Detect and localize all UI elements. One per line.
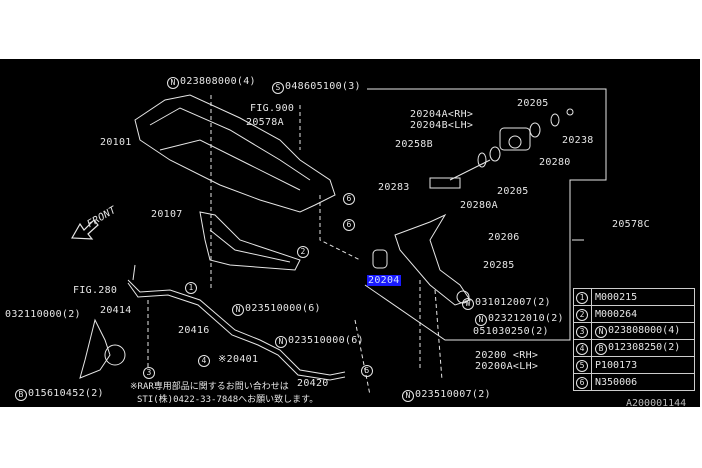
legend-part[interactable]: M000215 xyxy=(591,288,695,306)
marker-4[interactable]: 4 xyxy=(198,354,211,367)
rar-note-line2: STI(株)0422-33-7848へお願い致します。 xyxy=(137,395,319,405)
s-marker-icon: S xyxy=(272,82,284,94)
callout-20107[interactable]: 20107 xyxy=(151,209,183,220)
diagram-code: A200001144 xyxy=(626,398,687,409)
frame-outline-lines xyxy=(364,88,607,341)
callout-fig-280[interactable]: FIG.280 xyxy=(73,285,118,296)
callout-20401[interactable]: ※20401 xyxy=(218,354,259,365)
knuckle-drawing xyxy=(79,318,126,379)
marker-2[interactable]: 2 xyxy=(297,245,310,258)
lower-arm-drawing xyxy=(372,213,471,306)
callout-20414[interactable]: 20414 xyxy=(100,305,132,316)
front-arrow-icon xyxy=(70,219,99,240)
rar-note-line1: ※RAR専用部品に関するお問い合わせは xyxy=(130,382,289,392)
bushing-assembly-drawing xyxy=(429,108,574,189)
callout-20204-selected[interactable]: 20204 xyxy=(367,275,401,286)
callout-20204a[interactable]: 20204A<RH> xyxy=(410,109,474,120)
n-marker-icon: N xyxy=(167,77,179,89)
callout-20205-lower[interactable]: 20205 xyxy=(497,186,529,197)
callout-20285[interactable]: 20285 xyxy=(483,260,515,271)
callout-20416[interactable]: 20416 xyxy=(178,325,210,336)
leader-lines xyxy=(147,95,443,396)
callout-20280[interactable]: 20280 xyxy=(539,157,571,168)
stabilizer-bar-drawing xyxy=(127,264,346,381)
callout-20101[interactable]: 20101 xyxy=(100,137,132,148)
callout-20283[interactable]: 20283 xyxy=(378,182,410,193)
subframe-crossmember-drawing xyxy=(134,94,336,213)
callout-20578a[interactable]: 20578A xyxy=(246,117,284,128)
callout-051030250[interactable]: 051030250(2) xyxy=(473,326,549,337)
callout-20258b[interactable]: 20258B xyxy=(395,139,433,150)
marker-5[interactable]: 5 xyxy=(361,364,374,377)
callout-032110000[interactable]: 032110000(2) xyxy=(5,309,81,320)
legend-part[interactable]: N350006 xyxy=(591,373,695,391)
callout-20578c[interactable]: 20578C xyxy=(612,219,650,230)
legend-part[interactable]: M000264 xyxy=(591,305,695,323)
callout-20200a[interactable]: 20200A<LH> xyxy=(475,361,539,372)
marker-6-upper[interactable]: 6 xyxy=(343,192,356,205)
bracket-20107-drawing xyxy=(199,211,301,271)
callout-fig-900[interactable]: FIG.900 xyxy=(250,103,295,114)
marker-6-lower[interactable]: 6 xyxy=(343,218,356,231)
callout-20204b[interactable]: 20204B<LH> xyxy=(410,120,474,131)
callout-20200[interactable]: 20200 <RH> xyxy=(475,350,539,361)
callout-20206[interactable]: 20206 xyxy=(488,232,520,243)
callout-20238[interactable]: 20238 xyxy=(562,135,594,146)
marker-3[interactable]: 3 xyxy=(143,366,156,379)
legend-part[interactable]: P100173 xyxy=(591,356,695,374)
marker-1[interactable]: 1 xyxy=(185,281,198,294)
callout-20280a[interactable]: 20280A xyxy=(460,200,498,211)
callout-20205-upper[interactable]: 20205 xyxy=(517,98,549,109)
callout-20420[interactable]: 20420 xyxy=(297,378,329,389)
